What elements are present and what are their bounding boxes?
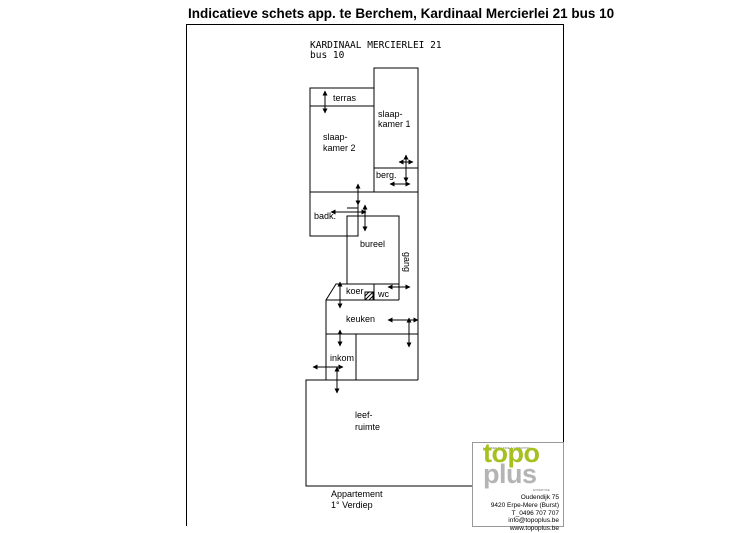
- logo-subtitle: EXPERTISE: [533, 488, 550, 492]
- floor-label-line1: Appartement: [331, 489, 383, 499]
- label-keuken: keuken: [346, 314, 375, 324]
- street-name: KARDINAAL MERCIERLEI 21: [310, 40, 442, 51]
- label-bureel: bureel: [360, 239, 385, 249]
- contact-address: Oudendijk 75: [520, 494, 559, 501]
- label-koer: koer: [346, 286, 364, 296]
- contact-city: 9420 Erpe-Mere (Burst): [490, 501, 559, 509]
- label-leefruimte-a: leef-: [355, 410, 373, 420]
- street-label: KARDINAAL MERCIERLEI 21 bus 10: [310, 40, 442, 61]
- room-labels: terras slaap- kamer 1 slaap- kamer 2 ber…: [314, 93, 412, 432]
- wall-leefruimte: [305, 379, 472, 487]
- door-arrows: [312, 90, 419, 394]
- floor-label: Appartement 1° Verdiep: [331, 489, 383, 510]
- walls: [305, 67, 472, 487]
- floor-label-line2: 1° Verdiep: [331, 500, 373, 510]
- label-terras: terras: [333, 93, 357, 103]
- page-title: Indicatieve schets app. te Berchem, Kard…: [188, 6, 615, 21]
- label-slaapkamer-1-b: kamer 1: [378, 119, 411, 129]
- label-wc: wc: [377, 289, 389, 299]
- label-inkom: inkom: [330, 353, 354, 363]
- contact-phone: T_0496 707 707: [511, 509, 559, 517]
- label-slaapkamer-2-b: kamer 2: [323, 143, 356, 153]
- wall-bureel: [346, 215, 400, 285]
- frame-left-border: [186, 24, 187, 526]
- frame-right-border: [563, 24, 564, 526]
- logo-tagline: LANDMEETKUNDE & EXPERTISE: [483, 446, 531, 450]
- contact-email: info@topoplus.be: [508, 517, 559, 525]
- street-number: bus 10: [310, 50, 345, 61]
- label-leefruimte-b: ruimte: [355, 422, 380, 432]
- logo-plus: plus: [483, 459, 537, 489]
- title-divider: [186, 24, 564, 25]
- label-slaapkamer-2-a: slaap-: [323, 132, 348, 142]
- logo-topo: topo: [483, 438, 540, 468]
- label-slaapkamer-1-a: slaap-: [378, 109, 403, 119]
- label-badkamer: badk.: [314, 211, 336, 221]
- contact-block: Oudendijk 75 9420 Erpe-Mere (Burst) T_04…: [491, 494, 559, 533]
- contact-website: www.topoplus.be: [509, 525, 559, 533]
- wall-berging: [373, 167, 419, 193]
- label-berging: berg.: [376, 170, 397, 180]
- company-logo-box: LANDMEETKUNDE & EXPERTISE topo plus EXPE…: [472, 438, 564, 532]
- label-gang: gang: [402, 252, 412, 272]
